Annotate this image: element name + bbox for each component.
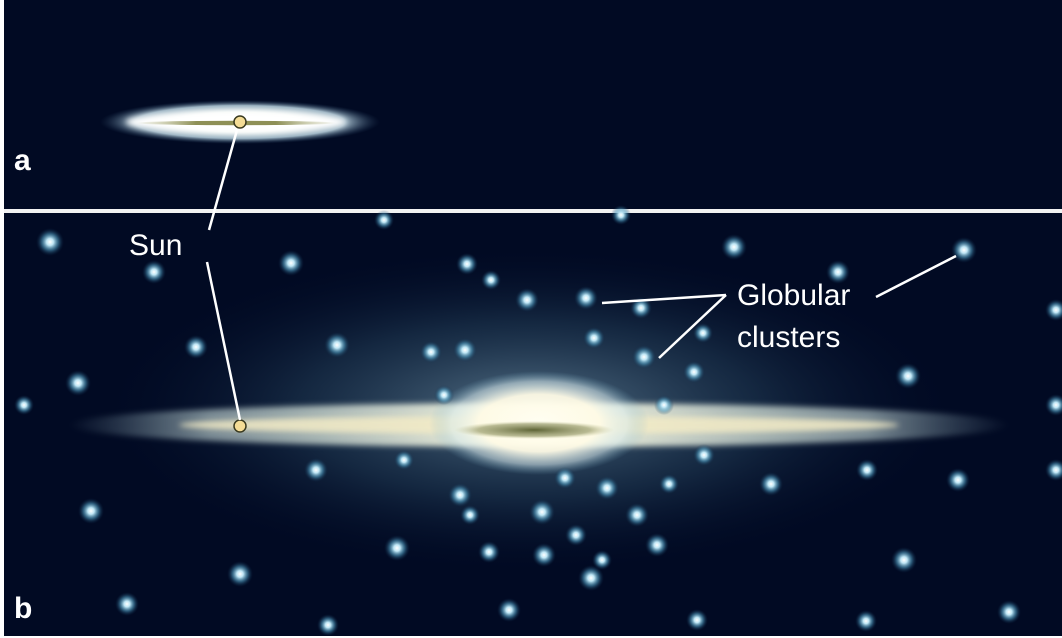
sun-leader-line-top (207, 129, 239, 231)
globular-cluster (759, 472, 783, 496)
globular-cluster (686, 609, 708, 631)
panel-a: a (4, 0, 1062, 209)
globular-cluster (78, 498, 104, 524)
globular-leader-line-1 (601, 293, 727, 305)
globular-cluster (481, 270, 501, 290)
globular-leader-line-2 (658, 294, 727, 359)
globular-cluster (456, 253, 478, 275)
globular-cluster (683, 361, 705, 383)
globular-cluster (317, 614, 339, 636)
globular-cluster (394, 450, 414, 470)
globular-cluster (184, 335, 208, 359)
globular-cluster (891, 547, 917, 573)
globular-cluster (565, 524, 587, 546)
panel-a-label: a (14, 144, 31, 177)
globular-cluster (14, 395, 34, 415)
globular-cluster (374, 210, 394, 230)
globular-cluster (460, 505, 480, 525)
globular-cluster (324, 332, 350, 358)
globular-cluster (632, 345, 656, 369)
sun-label: Sun (129, 229, 182, 262)
globular-cluster (630, 297, 652, 319)
sun-marker-top (233, 115, 247, 129)
globular-cluster (142, 260, 166, 284)
globular-cluster (115, 592, 139, 616)
globular-cluster (659, 474, 679, 494)
globular-cluster (574, 286, 598, 310)
globular-cluster (448, 483, 472, 507)
bulge-dust-lane (454, 421, 614, 439)
globular-cluster (583, 327, 605, 349)
globular-cluster (554, 467, 576, 489)
globular-cluster (592, 550, 612, 570)
panel-b-label: b (14, 592, 32, 625)
globular-cluster (826, 260, 850, 284)
globular-cluster (1045, 299, 1062, 321)
globular-cluster (384, 535, 410, 561)
sun-leader-line-bottom (205, 261, 242, 421)
globular-cluster (1045, 459, 1062, 481)
globular-cluster (645, 533, 669, 557)
globular-cluster (529, 499, 555, 525)
globular-cluster (693, 323, 713, 343)
globular-cluster (595, 476, 619, 500)
globular-clusters (14, 205, 1062, 636)
globular-cluster (478, 541, 500, 563)
globular-cluster (611, 205, 631, 225)
globular-cluster (895, 363, 921, 389)
globular-cluster (946, 468, 970, 492)
globular-cluster (515, 288, 539, 312)
globular-cluster (855, 610, 877, 632)
globular-cluster (693, 444, 715, 466)
panel-divider (4, 209, 1062, 213)
globular-clusters-label-line2: clusters (737, 321, 840, 354)
globular-cluster (625, 503, 649, 527)
panel-b: b (4, 205, 1062, 636)
globular-cluster (227, 561, 253, 587)
globular-cluster (65, 370, 91, 396)
globular-cluster (497, 598, 521, 622)
globular-cluster (434, 385, 454, 405)
globular-cluster (1045, 394, 1062, 416)
globular-cluster (36, 228, 64, 256)
globular-cluster (951, 237, 977, 263)
globular-cluster (453, 338, 477, 362)
globular-clusters-label-line1: Globular (737, 279, 850, 312)
globular-cluster (304, 458, 328, 482)
globular-cluster (856, 459, 878, 481)
globular-cluster (578, 565, 604, 591)
callouts: Sun Globular clusters (129, 129, 957, 421)
globular-cluster (278, 250, 304, 276)
milky-way-diagram: a b Sun Globular clusters (4, 0, 1062, 636)
globular-cluster (721, 234, 747, 260)
globular-leader-line-3 (875, 254, 957, 299)
globular-cluster (420, 341, 442, 363)
globular-cluster (654, 395, 674, 415)
globular-cluster (997, 600, 1021, 624)
sun-marker-side (233, 419, 247, 433)
globular-cluster (532, 543, 556, 567)
